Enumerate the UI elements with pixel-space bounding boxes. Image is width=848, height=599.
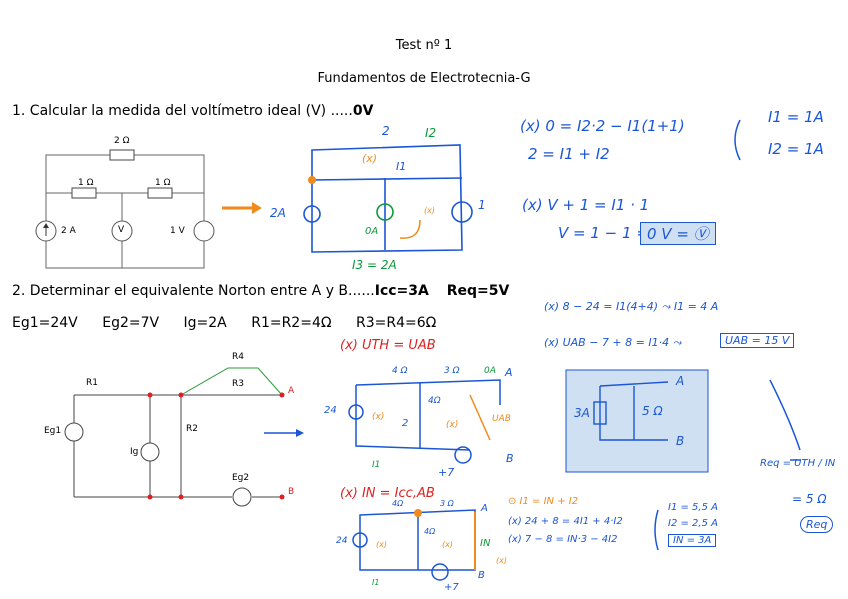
thevenin-uab: UAB bbox=[492, 414, 511, 424]
norton-src: 24 bbox=[336, 536, 348, 546]
q2-node-a-label: A bbox=[288, 386, 295, 396]
norton-mid-r: 4Ω bbox=[424, 527, 436, 536]
q1-sketch-zero: 0A bbox=[365, 226, 379, 237]
norton-title: (x) IN = Icc,AB bbox=[340, 486, 435, 501]
q1-eq-2: 2 = I1 + I2 bbox=[528, 145, 610, 163]
norton-r-left: 4Ω bbox=[392, 499, 404, 508]
question-2: 2. Determinar el equivalente Norton entr… bbox=[12, 283, 509, 299]
norton-box-b: B bbox=[676, 434, 685, 448]
thevenin-title: (x) UTH = UAB bbox=[340, 338, 436, 353]
q1-sketch-mesh: (x) bbox=[362, 152, 378, 165]
norton-box-r: 5 Ω bbox=[642, 404, 663, 418]
q1-sketch-i3: I3 = 2A bbox=[352, 258, 397, 272]
param-ig: Ig=2A bbox=[183, 315, 227, 331]
q1-result-1: I1 = 1A bbox=[768, 108, 824, 126]
q2-req-box: Req bbox=[800, 516, 834, 533]
question-2-req: Req=5V bbox=[446, 283, 510, 299]
thevenin-r-right: 3 Ω bbox=[444, 366, 460, 376]
question-1-text: 1. Calcular la medida del voltímetro ide… bbox=[12, 103, 353, 119]
norton-in: IN bbox=[480, 538, 491, 549]
q2-norton-eq-3: (x) 7 − 8 = IN·3 − 4I2 bbox=[508, 534, 618, 545]
thevenin-bottom: +7 bbox=[438, 466, 455, 479]
thevenin-mesh: (x) bbox=[372, 412, 385, 422]
norton-node-a: A bbox=[481, 503, 488, 514]
norton-node-b: B bbox=[478, 570, 485, 581]
q2-thevenin-eq-2: (x) UAB − 7 + 8 = I1·4 ⤳ bbox=[544, 336, 682, 349]
question-1-answer: 0V bbox=[352, 103, 374, 119]
q1-r-right-label: 1 Ω bbox=[155, 178, 171, 188]
page-subtitle: Fundamentos de Electrotecnia-G bbox=[317, 71, 531, 86]
norton-mesh2: (x) bbox=[442, 540, 453, 549]
q2-thevenin-eq-1: (x) 8 − 24 = I1(4+4) ⤳ I1 = 4 A bbox=[544, 300, 719, 313]
q2-eg1-label: Eg1 bbox=[44, 426, 62, 436]
q2-thevenin-boxed: UAB = 15 V bbox=[720, 333, 795, 348]
q2-norton-eq-1: ⊙ I1 = IN + I2 bbox=[508, 496, 579, 507]
norton-current: I1 bbox=[372, 578, 380, 587]
q2-r3-label: R3 bbox=[232, 379, 244, 389]
q2-ig-label: Ig bbox=[130, 447, 139, 457]
q1-result-2: I2 = 1A bbox=[768, 140, 824, 158]
norton-r-right: 3 Ω bbox=[440, 499, 454, 508]
q1-eq-4: V = 1 − 1 = bbox=[558, 224, 649, 242]
norton-box-src: 3A bbox=[574, 406, 590, 420]
q2-r2-label: R2 bbox=[186, 424, 198, 434]
q1-sketch-left-src: 2A bbox=[270, 206, 286, 220]
q2-norton-result-1: I1 = 5,5 A bbox=[668, 502, 718, 513]
q2-r4-label: R4 bbox=[232, 352, 244, 362]
thevenin-mesh2: (x) bbox=[446, 420, 459, 430]
page-title: Test nº 1 bbox=[395, 38, 453, 53]
thevenin-node-a: A bbox=[505, 366, 513, 379]
q1-eq-1: (x) 0 = I2·2 − I1(1+1) bbox=[520, 117, 685, 135]
q1-source-v-label: 1 V bbox=[170, 226, 185, 236]
q1-r-top-label: 2 Ω bbox=[114, 136, 130, 146]
q1-sketch-i2: I2 bbox=[425, 126, 437, 140]
param-r1-r2: R1=R2=4Ω bbox=[251, 315, 332, 331]
q1-sketch-i1: I1 bbox=[396, 160, 407, 173]
param-r3-r4: R3=R4=6Ω bbox=[356, 315, 437, 331]
q1-r-left-label: 1 Ω bbox=[78, 178, 94, 188]
thevenin-src: 24 bbox=[324, 405, 337, 416]
q2-eg2-label: Eg2 bbox=[232, 473, 250, 483]
q1-sketch-right-val: 1 bbox=[478, 198, 486, 212]
q2-node-b-label: B bbox=[288, 487, 295, 497]
thevenin-mid-r: 4Ω bbox=[428, 396, 441, 406]
norton-mesh: (x) bbox=[376, 540, 387, 549]
q1-meter-label: V bbox=[118, 225, 125, 235]
question-2-icc: Icc=3A bbox=[374, 283, 429, 299]
norton-mesh3: (x) bbox=[496, 556, 507, 565]
norton-box-a: A bbox=[676, 374, 685, 388]
thevenin-current: I1 bbox=[372, 460, 381, 470]
q1-sketch-r-top: 2 bbox=[382, 124, 390, 138]
q2-req-eq: Req = UTH / IN bbox=[760, 458, 836, 469]
q1-source-i-label: 2 A bbox=[61, 226, 76, 236]
q1-sketch-loop: (x) bbox=[424, 206, 435, 215]
q2-norton-result-2: I2 = 2,5 A bbox=[668, 518, 718, 529]
q1-boxed-answer: 0 V = Ⓥ bbox=[640, 222, 716, 245]
q2-req-val: = 5 Ω bbox=[792, 492, 827, 506]
q1-eq-3: (x) V + 1 = I1 · 1 bbox=[522, 196, 650, 214]
thevenin-node-b: B bbox=[506, 452, 514, 465]
question-1: 1. Calcular la medida del voltímetro ide… bbox=[12, 103, 373, 119]
param-eg1: Eg1=24V bbox=[12, 315, 78, 331]
thevenin-ig: 2 bbox=[402, 418, 409, 429]
thevenin-zero: 0A bbox=[484, 366, 496, 376]
q2-r1-label: R1 bbox=[86, 378, 98, 388]
question-2-text: 2. Determinar el equivalente Norton entr… bbox=[12, 283, 375, 299]
q2-norton-result-3: IN = 3A bbox=[668, 534, 717, 547]
q2-norton-eq-2: (x) 24 + 8 = 4I1 + 4·I2 bbox=[508, 516, 623, 527]
param-eg2: Eg2=7V bbox=[102, 315, 160, 331]
question-2-params: Eg1=24V Eg2=7V Ig=2A R1=R2=4Ω R3=R4=6Ω bbox=[12, 315, 454, 331]
thevenin-r-left: 4 Ω bbox=[392, 366, 408, 376]
norton-bottom: +7 bbox=[444, 582, 459, 593]
